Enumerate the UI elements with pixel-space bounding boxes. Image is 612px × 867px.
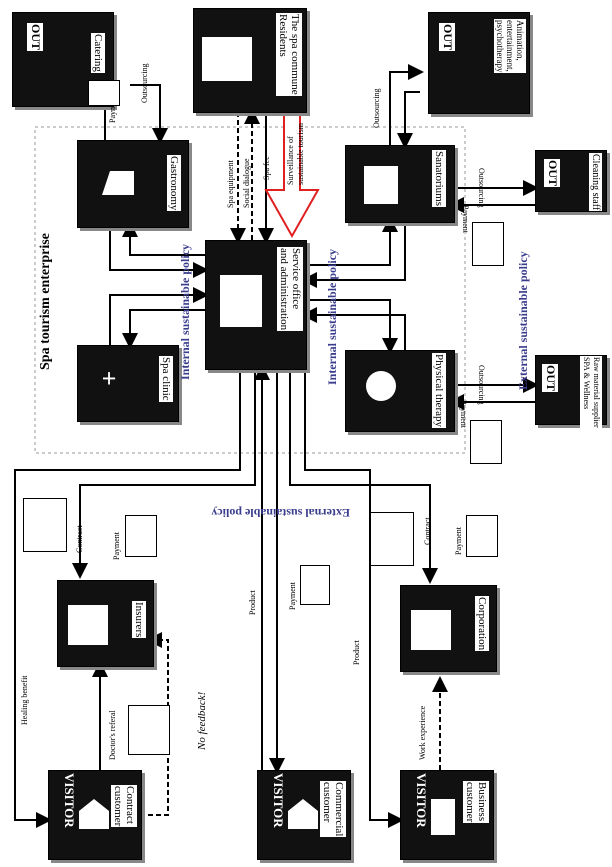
contract-customer-node: VISITOR Contract customer [48, 770, 142, 860]
edge-label-outsourcing: Outsourcing [477, 168, 486, 208]
temple-icon [364, 166, 398, 204]
sanatoriums-node: Sanatoriums [345, 145, 455, 223]
edge-label-spa-equipment: Spa equipment [226, 160, 235, 208]
corporation-label: Corporation [475, 596, 489, 651]
house-icon [79, 799, 109, 829]
residents-label: The spa commune Residents [276, 13, 302, 96]
edge-label-doctors-referral: Doctor's referal [108, 710, 117, 760]
edge-label-spa-fee: Spa fee [262, 156, 271, 180]
edge-label-payment: Payment [454, 527, 463, 555]
banknote-icon [300, 565, 330, 605]
edge-label-surveillance: Surveillance of sustainable tourism [286, 123, 306, 185]
banknote-icon [472, 222, 504, 266]
edge-label-payment: Payment [461, 205, 470, 233]
insurers-label: Insurers [132, 601, 146, 638]
physical-therapy-node: Physical therapy [345, 350, 455, 432]
visitor-tag: VISITOR [270, 773, 286, 828]
commercial-customer-label: Commercial customer [320, 781, 346, 837]
raw-material-node: OUT Raw material supplier SPA & Wellness [535, 355, 607, 425]
edge-label-outsourcing: Outsourcing [140, 63, 149, 103]
edge-label-payment: Payment [288, 582, 297, 610]
kitchen-icon [98, 163, 138, 203]
referral-document-icon [128, 705, 170, 755]
external-policy-bottom: External sustainable policy [211, 505, 350, 520]
spa-clinic-node: + Spa clinic [77, 345, 179, 422]
internal-policy-left: Internal sustainable policy [178, 244, 193, 380]
banknote-icon [470, 420, 502, 464]
external-policy-right: External sustainable policy [516, 251, 531, 390]
catering-label: Catering [91, 33, 105, 73]
banknote-icon [88, 80, 120, 106]
cleaning-node: OUT Cleaning staff [535, 150, 607, 212]
spa-clinic-label: Spa clinic [159, 356, 173, 402]
corporation-node: Corporation [400, 585, 497, 672]
insurers-node: Insurers [57, 580, 154, 667]
cleaning-label: Cleaning staff [589, 153, 602, 211]
government-building-icon [202, 37, 252, 81]
contract-document-icon [370, 512, 414, 566]
house-icon [288, 799, 318, 829]
service-office-label: Service office and administration [277, 247, 303, 331]
edge-label-payment: Payment [112, 532, 121, 560]
internal-policy-right: Internal sustainable policy [325, 249, 340, 385]
massage-icon [366, 371, 396, 401]
edge-label-product: Product [352, 640, 361, 665]
residents-node: The spa commune Residents [193, 8, 307, 113]
business-customer-node: VISITOR Business customer [400, 770, 494, 860]
office-tower-icon [431, 799, 455, 835]
out-tag: OUT [542, 364, 558, 392]
edge-label-outsourcing: Outsourcing [477, 365, 486, 405]
enterprise-title: Spa tourism enterprise [38, 233, 54, 370]
business-customer-label: Business customer [463, 781, 489, 823]
building-icon [68, 605, 108, 645]
edge-label-no-feedback: No feedback! [196, 692, 208, 750]
edge-label-contract: Contract [423, 517, 432, 545]
edge-label-healing-benefit: Healing benefit [20, 675, 29, 725]
banknote-icon [125, 515, 157, 557]
physical-therapy-label: Physical therapy [432, 353, 446, 428]
gastronomy-label: Gastronomy [167, 155, 181, 211]
sanatoriums-label: Sanatoriums [432, 150, 446, 207]
commercial-customer-node: VISITOR Commercial customer [257, 770, 351, 860]
edge-label-social-dialogue: Social dialogue [242, 158, 251, 208]
medical-cross-icon: + [94, 364, 124, 394]
edge-label-outsourcing: Outsourcing [372, 88, 381, 128]
edge-label-payment: Payment [459, 400, 468, 428]
banknote-icon [466, 515, 498, 557]
animation-label: Animation, entertainment, psychotherapy [494, 19, 526, 73]
edge-label-work-experience: Work experience [418, 706, 427, 760]
edge-label-contract: Contract [75, 525, 84, 553]
out-tag: OUT [27, 23, 43, 51]
raw-material-label: Raw material supplier SPA & Wellness [580, 356, 602, 429]
visitor-tag: VISITOR [61, 773, 77, 828]
contract-document-icon [23, 498, 67, 552]
contract-customer-label: Contract customer [111, 785, 137, 827]
edge-label-product: Product [248, 590, 257, 615]
building-icon [411, 610, 451, 650]
visitor-tag: VISITOR [413, 773, 429, 828]
service-office-node: Service office and administration [205, 240, 307, 370]
gastronomy-node: Gastronomy [77, 140, 189, 228]
out-tag: OUT [544, 159, 560, 187]
animation-node: OUT Animation, entertainment, psychother… [428, 12, 530, 114]
out-tag: OUT [439, 23, 455, 51]
document-chart-icon [220, 275, 262, 327]
